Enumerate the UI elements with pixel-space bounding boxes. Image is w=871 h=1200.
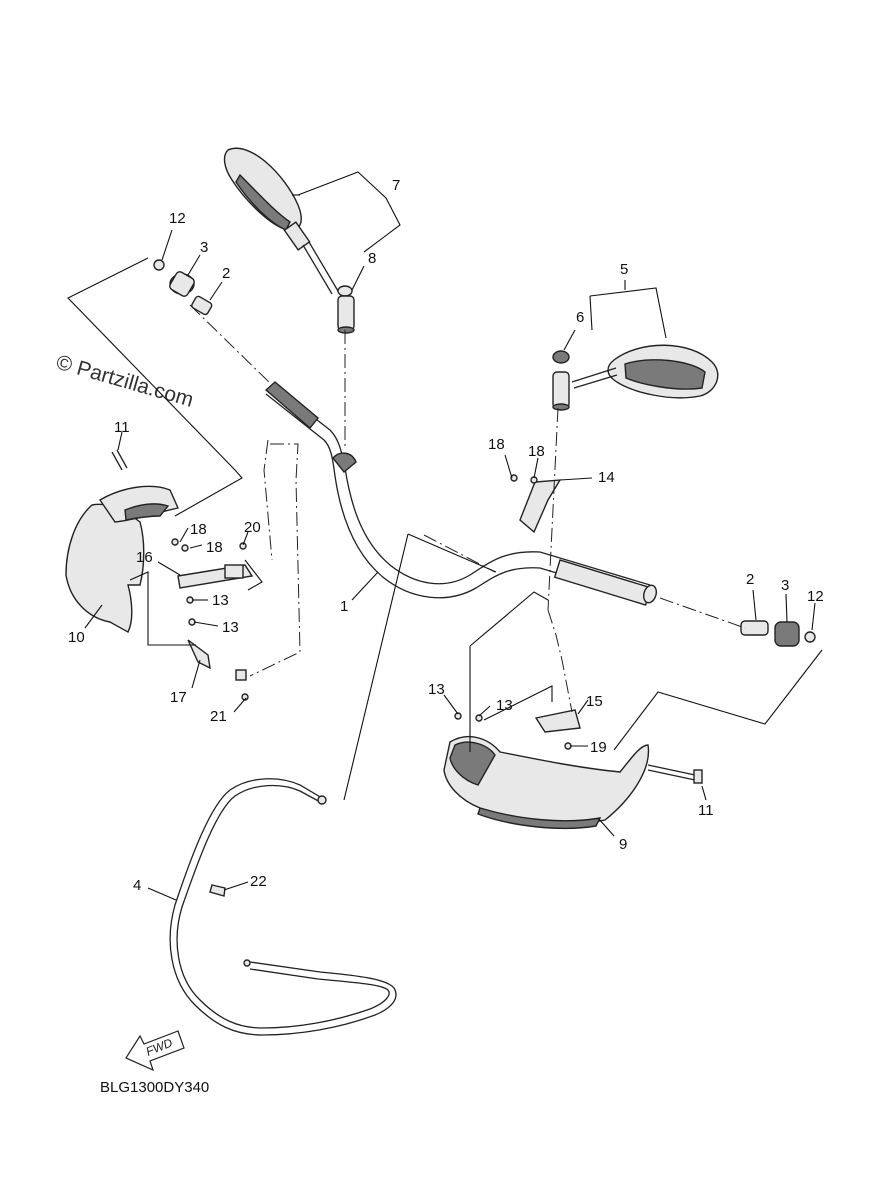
right-mirror[interactable] <box>552 344 719 411</box>
right-hand-guard[interactable] <box>443 736 650 830</box>
bar-end-screw-right[interactable] <box>804 631 816 643</box>
callout-18-left-b: 18 <box>206 539 223 556</box>
callout-7: 7 <box>392 177 400 194</box>
callout-6: 6 <box>576 309 584 326</box>
left-bracket-upper[interactable] <box>177 564 254 589</box>
throttle-cable[interactable] <box>169 778 397 1036</box>
callout-18-right-b: 18 <box>528 443 545 460</box>
fwd-arrow-icon: FWD <box>125 1030 185 1072</box>
bar-end-weight-right[interactable] <box>740 620 769 636</box>
right-small-bolts[interactable] <box>454 474 572 750</box>
centerlines <box>189 304 746 801</box>
callout-13-left-b: 13 <box>222 619 239 636</box>
callout-labels: 1 2 2 3 3 4 5 6 7 8 9 10 11 11 12 12 13 … <box>68 177 824 894</box>
callout-4: 4 <box>133 877 141 894</box>
callout-8: 8 <box>368 250 376 267</box>
left-hand-guard[interactable] <box>65 485 179 633</box>
callout-12-left: 12 <box>169 210 186 227</box>
bar-end-collar-right[interactable] <box>774 621 800 647</box>
callout-11-right: 11 <box>698 802 714 819</box>
callout-17: 17 <box>170 689 187 706</box>
callout-19: 19 <box>590 739 607 756</box>
handlebar[interactable] <box>264 381 658 606</box>
left-small-bolts[interactable] <box>171 538 249 701</box>
callout-5: 5 <box>620 261 628 278</box>
callout-20: 20 <box>244 519 261 536</box>
watermark: © Partzilla.com <box>54 351 196 412</box>
right-bracket-lower[interactable] <box>534 709 581 733</box>
callout-18-right-a: 18 <box>488 436 505 453</box>
bar-end-collar-left[interactable] <box>168 270 195 297</box>
callout-12-right: 12 <box>807 588 824 605</box>
callout-3-right: 3 <box>781 577 789 594</box>
callout-15: 15 <box>586 693 603 710</box>
leader-lines <box>67 171 823 901</box>
callout-9: 9 <box>619 836 627 853</box>
callout-13-right-b: 13 <box>496 697 513 714</box>
left-mirror[interactable] <box>223 147 339 295</box>
callout-22: 22 <box>250 873 267 890</box>
callout-2-right: 2 <box>746 571 754 588</box>
callout-18-left-a: 18 <box>190 521 207 538</box>
callout-13-right-a: 13 <box>428 681 445 698</box>
left-guard-bolt[interactable] <box>111 449 128 471</box>
mirror-nut-right[interactable] <box>552 350 570 364</box>
callout-1: 1 <box>340 598 348 615</box>
callout-11-left: 11 <box>114 419 130 436</box>
bar-end-screw-left[interactable] <box>153 259 165 271</box>
callout-2-left: 2 <box>222 265 230 282</box>
callout-10: 10 <box>68 629 85 646</box>
callout-13-left-a: 13 <box>212 592 229 609</box>
callout-16: 16 <box>136 549 153 566</box>
mirror-nut-left[interactable] <box>337 285 355 334</box>
cable-clamp[interactable] <box>209 884 226 897</box>
bar-end-weight-left[interactable] <box>191 295 213 316</box>
callout-3-left: 3 <box>200 239 208 256</box>
right-guard-bolt[interactable] <box>647 764 703 784</box>
callout-14: 14 <box>598 469 615 486</box>
diagram-code: BLG1300DY340 <box>100 1079 209 1096</box>
callout-21: 21 <box>210 708 227 725</box>
left-bracket-lower[interactable] <box>187 639 247 681</box>
